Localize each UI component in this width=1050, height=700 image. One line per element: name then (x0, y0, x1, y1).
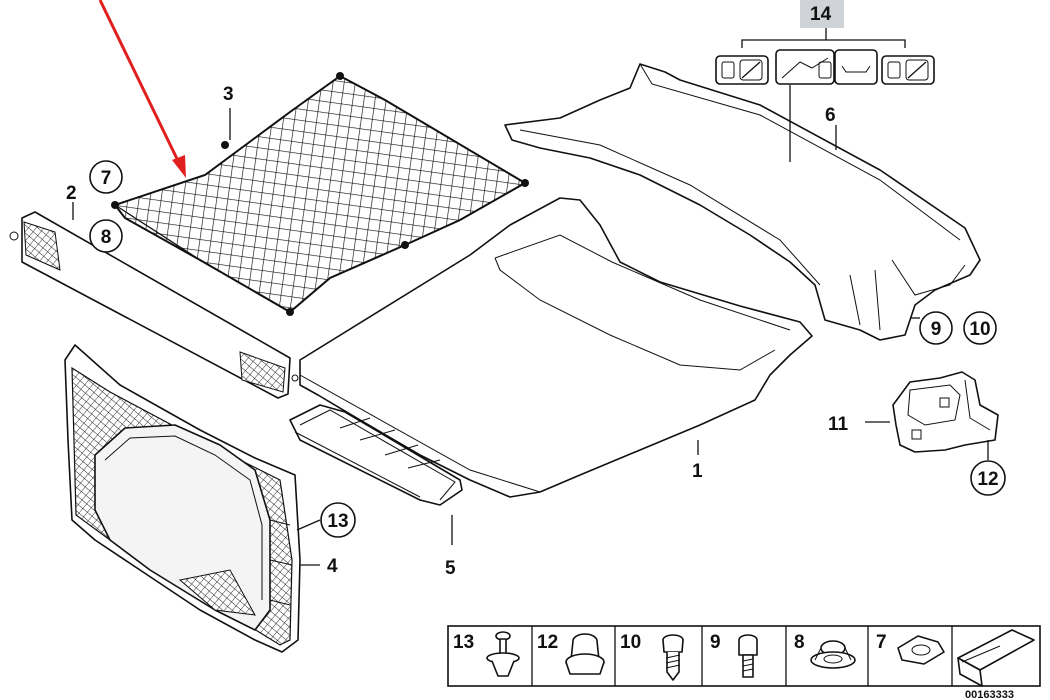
red-pointer-arrow (98, 0, 186, 178)
floor-panel-part-1 (299, 197, 813, 498)
legend-cell-13: 13 (453, 632, 474, 653)
label-6[interactable]: 6 (825, 105, 836, 126)
foam-block-part-5 (289, 404, 463, 506)
circled-label-9[interactable]: 9 (919, 311, 953, 345)
label-14-highlight (800, 0, 844, 28)
clip-icon (810, 640, 856, 669)
legend-cell-7: 7 (876, 632, 887, 653)
legend-cell-9: 9 (710, 632, 721, 653)
bracket-part-11 (892, 371, 999, 453)
label-10: 10 (969, 319, 990, 340)
circled-label-10[interactable]: 10 (963, 311, 997, 345)
circled-label-8[interactable]: 8 (89, 219, 123, 253)
legend-cell-10: 10 (620, 632, 641, 653)
label-13: 13 (327, 511, 348, 532)
label-8: 8 (101, 227, 112, 248)
panel-symbol-icon (957, 629, 1035, 687)
screw-icon (662, 634, 684, 681)
circled-label-12[interactable]: 12 (970, 460, 1006, 496)
push-rivet-icon (486, 631, 520, 677)
label-11[interactable]: 11 (828, 414, 849, 435)
label-12: 12 (977, 469, 998, 490)
label-4[interactable]: 4 (327, 556, 338, 577)
label-1[interactable]: 1 (692, 461, 703, 482)
luggage-net-part-3 (111, 72, 529, 316)
label-9: 9 (931, 319, 942, 340)
label-5[interactable]: 5 (445, 558, 456, 579)
circled-label-7[interactable]: 7 (89, 160, 123, 194)
label-2[interactable]: 2 (66, 183, 77, 204)
switch-icons-part-14 (715, 49, 935, 85)
label-7: 7 (101, 168, 112, 189)
side-rail-part-2 (9, 211, 299, 399)
grommet-icon (565, 633, 605, 675)
nut-clip-icon (897, 635, 945, 665)
label-3[interactable]: 3 (223, 84, 234, 105)
leader-lines (72, 26, 989, 566)
fastener-legend: 13 12 10 9 8 7 (447, 625, 1041, 687)
parcel-shelf-part-6 (504, 63, 981, 341)
drawing-number: 00163333 (965, 689, 1014, 700)
legend-cell-12: 12 (537, 632, 558, 653)
circled-label-13[interactable]: 13 (320, 502, 356, 538)
side-trim-part-4 (64, 344, 301, 653)
bolt-icon (738, 634, 758, 678)
label-14[interactable]: 14 (810, 4, 832, 25)
legend-cell-8: 8 (794, 632, 805, 653)
